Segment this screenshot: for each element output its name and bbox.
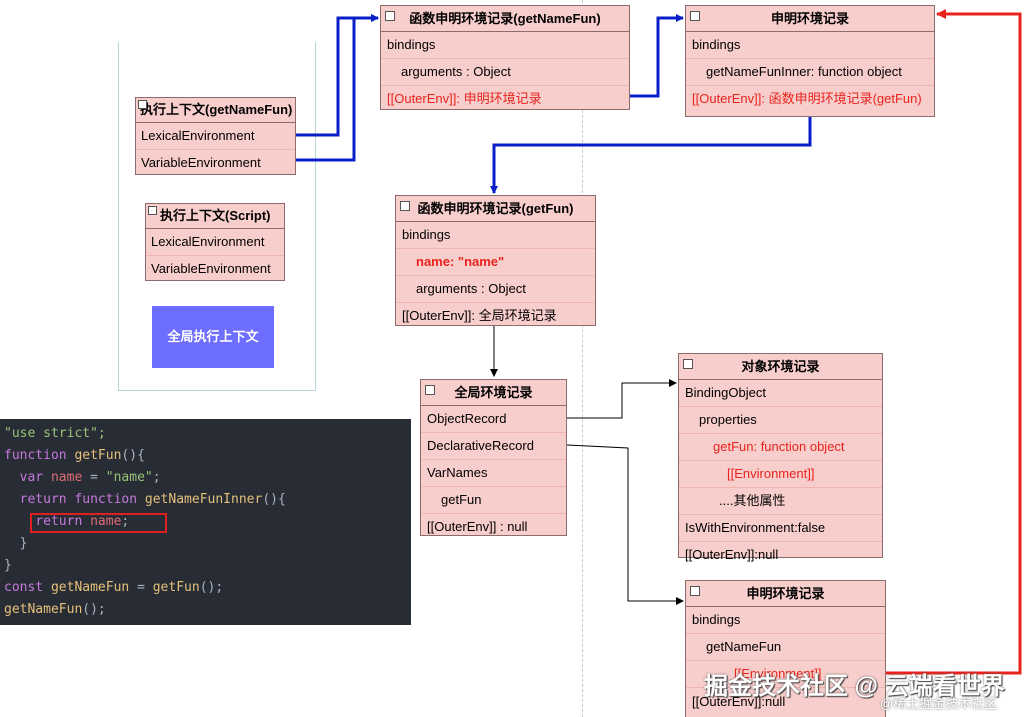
outer-env-row: [[OuterEnv]]:null (685, 547, 779, 562)
declarative-env-record-top: 申明环境记录 bindings getNameFunInner: functio… (685, 5, 935, 117)
variable-environment-row: VariableEnvironment (141, 155, 261, 170)
global-exec-context: 全局执行上下文 (152, 306, 274, 368)
arrow-lexical-to-getnamefun (296, 14, 379, 137)
varnames-row: VarNames (421, 460, 566, 487)
code-panel: "use strict"; function getFun(){ var nam… (0, 419, 411, 625)
arrow-red-environment (886, 9, 1022, 675)
code-line-1: "use strict"; (4, 426, 106, 441)
divider-dashed (582, 0, 583, 717)
collapse-icon[interactable] (385, 11, 395, 21)
lexical-environment-row: LexicalEnvironment (136, 123, 295, 150)
box-title: 函数申明环境记录(getNameFun) (409, 11, 601, 26)
function-env-record-getfun: 函数申明环境记录(getFun) bindings name: "name" a… (395, 195, 596, 326)
box-title: 全局环境记录 (454, 385, 533, 400)
code-line-9: getNameFun(); (4, 602, 106, 617)
arguments-row: arguments : Object (396, 276, 595, 303)
binding-item-row: getNameFunInner: function object (686, 59, 934, 86)
outer-env-row: [[OuterEnv]]: 全局环境记录 (402, 308, 557, 323)
object-record-row: ObjectRecord (421, 406, 566, 433)
box-title: 申明环境记录 (746, 586, 825, 601)
binding-object-row: BindingObject (679, 380, 882, 407)
box-title: 申明环境记录 (770, 11, 849, 26)
highlight-box (30, 513, 167, 533)
exec-context-title: 执行上下文(getNameFun) (140, 102, 293, 117)
code-line-4: return function getNameFunInner(){ (19, 492, 286, 507)
bindings-row: bindings (381, 32, 629, 59)
collapse-icon[interactable] (683, 359, 693, 369)
collapse-icon[interactable] (148, 206, 157, 215)
arguments-row: arguments : Object (381, 59, 629, 86)
collapse-icon[interactable] (690, 586, 700, 596)
watermark: 掘金技术社区 @ 云端看世界 (704, 673, 1005, 700)
exec-context-getnamefun: 执行上下文(getNameFun) LexicalEnvironment Var… (135, 97, 296, 175)
bindings-row: bindings (686, 607, 885, 634)
execution-context-stack (118, 42, 316, 391)
arrow-decl-top-to-getfun (490, 117, 812, 194)
exec-context-script: 执行上下文(Script) LexicalEnvironment Variabl… (145, 203, 285, 281)
lexical-environment-row: LexicalEnvironment (146, 229, 284, 256)
box-title: 函数申明环境记录(getFun) (417, 201, 574, 216)
outer-env-row: [[OuterEnv]] : null (427, 519, 528, 534)
arrow-variable-to-getnamefun (296, 14, 379, 162)
bindings-row: bindings (396, 222, 595, 249)
with-environment-row: IsWithEnvironment:false (679, 515, 882, 542)
code-line-8: const getNameFun = getFun(); (4, 580, 224, 595)
code-line-5: return name; (35, 514, 130, 529)
bindings-row: bindings (686, 32, 934, 59)
variable-environment-row: VariableEnvironment (151, 261, 271, 276)
environment-row: [[Environment]] (686, 661, 885, 688)
getfun-row: getFun (421, 487, 566, 514)
code-line-2: function getFun(){ (4, 448, 145, 463)
environment-row: [[Environment]] (679, 461, 882, 488)
declarative-record-row: DeclarativeRecord (421, 433, 566, 460)
getfun-property-row: getFun: function object (679, 434, 882, 461)
arrow-declarativerecord (566, 444, 684, 605)
properties-row: properties (679, 407, 882, 434)
arrow-objectrecord (567, 379, 677, 419)
object-env-record: 对象环境记录 BindingObject properties getFun: … (678, 353, 883, 562)
exec-context-title: 执行上下文(Script) (160, 208, 271, 223)
watermark-small: @稀土掘金技术社区 (880, 696, 998, 711)
code-line-7: } (4, 558, 12, 573)
getnamefun-row: getNameFun (686, 634, 885, 661)
box-title: 对象环境记录 (741, 359, 820, 374)
function-env-record-getnamefun: 函数申明环境记录(getNameFun) bindings arguments … (380, 5, 630, 110)
code-line-6: } (19, 536, 28, 551)
collapse-icon[interactable] (400, 201, 410, 211)
outer-env-row: [[OuterEnv]]: 申明环境记录 (387, 91, 542, 106)
collapse-icon[interactable] (690, 11, 700, 21)
collapse-icon[interactable] (138, 100, 147, 109)
outer-env-row: [[OuterEnv]]: 函数申明环境记录(getFun) (692, 91, 922, 106)
other-properties-row: ....其他属性 (679, 488, 882, 515)
outer-env-row: [[OuterEnv]]:null (692, 694, 786, 709)
declarative-env-record-bottom: 申明环境记录 bindings getNameFun [[Environment… (685, 580, 886, 717)
name-binding-row: name: "name" (396, 249, 595, 276)
arrow-outer-to-decl-top (630, 14, 684, 98)
collapse-icon[interactable] (425, 385, 435, 395)
code-line-3: var name = "name"; (19, 470, 161, 485)
global-env-record: 全局环境记录 ObjectRecord DeclarativeRecord Va… (420, 379, 567, 536)
